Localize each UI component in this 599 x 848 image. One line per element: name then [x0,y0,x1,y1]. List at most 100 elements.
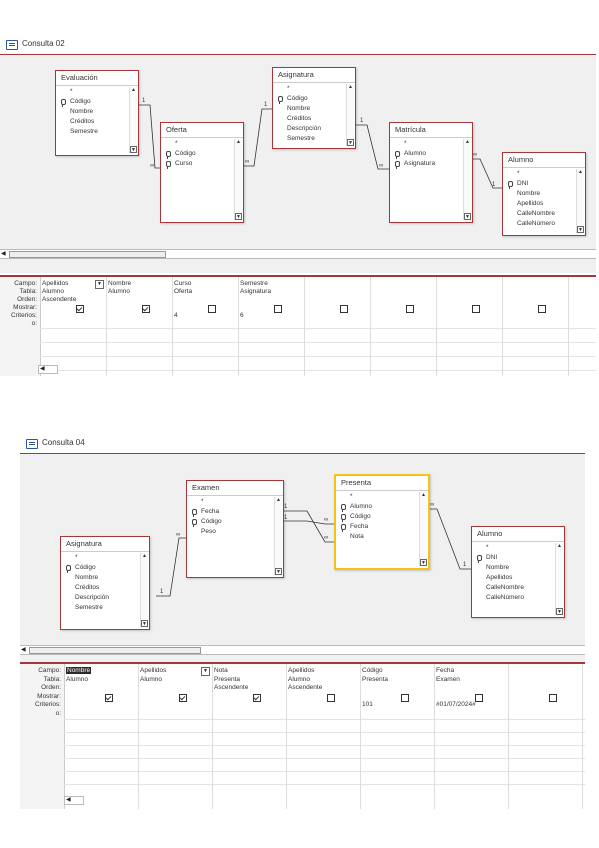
grid-campo-cell[interactable]: Apellidos [140,667,167,674]
mostrar-checkbox[interactable] [340,305,349,313]
field-item[interactable]: Descripción [75,594,109,601]
grid-column[interactable] [436,277,503,376]
field-item[interactable]: Peso [201,528,216,535]
table-title[interactable]: Oferta [161,123,243,138]
table-title[interactable]: Asignatura [61,537,149,552]
table-vertical-scrollbar[interactable]: ▲▼ [555,543,563,615]
scroll-down-icon[interactable]: ▼ [235,213,242,220]
field-item[interactable]: Créditos [70,118,95,125]
key-field-item[interactable]: Código [273,94,345,104]
table-vertical-scrollbar[interactable]: ▲▼ [576,169,584,233]
table-vertical-scrollbar[interactable]: ▲▼ [463,139,471,220]
grid-tabla-cell[interactable]: Examen [436,675,460,683]
grid-campo-cell[interactable]: Código [362,667,383,674]
design-horizontal-scrollbar[interactable]: ◀ [0,249,596,259]
field-item[interactable]: Créditos [75,584,100,591]
field-item[interactable]: * [486,544,489,551]
mostrar-checkbox[interactable] [326,693,335,702]
field-item[interactable]: Nombre [486,564,510,571]
key-field-item[interactable]: Código [61,563,139,573]
scroll-up-icon[interactable]: ▲ [131,87,136,93]
scroll-up-icon[interactable]: ▲ [465,139,470,145]
mostrar-checkbox[interactable] [274,305,283,313]
scroll-left-icon[interactable]: ◀ [40,366,45,372]
field-item[interactable]: * [287,85,290,92]
field-item[interactable]: Nombre [517,190,541,197]
table-title[interactable]: Matrícula [390,123,472,138]
key-field-item[interactable]: Curso [161,159,233,169]
scroll-up-icon[interactable]: ▲ [236,139,241,145]
grid-orden-cell[interactable]: Ascendente [42,296,77,303]
field-item[interactable]: Nombre [70,108,94,115]
grid-column[interactable] [502,277,569,376]
mostrar-checkbox[interactable] [252,693,261,702]
field-item[interactable]: Nombre [287,105,311,112]
grid-campo-cell[interactable]: Apellidos [288,667,315,674]
grid-tabla-cell[interactable]: Alumno [108,288,131,295]
field-item[interactable]: Semestre [287,135,315,142]
field-item[interactable]: CalleNúmero [486,594,524,601]
field-item[interactable]: Semestre [70,128,98,135]
key-field-item[interactable]: Código [161,149,233,159]
query-tab[interactable]: Consulta 02 [0,36,596,55]
grid-campo-cell[interactable]: Nombre [108,280,132,287]
grid-tabla-cell[interactable]: Presenta [214,675,241,683]
grid-orden-cell[interactable]: Ascendente [214,684,249,692]
field-item[interactable]: Descripción [287,125,321,132]
design-horizontal-scrollbar[interactable]: ◀ [20,645,585,655]
grid-column[interactable] [370,277,437,376]
grid-column[interactable] [304,277,371,376]
grid-tabla-cell[interactable]: Presenta [362,675,389,683]
mostrar-checkbox[interactable] [538,305,547,313]
table-title[interactable]: Alumno [503,153,585,168]
field-dropdown-icon[interactable]: ▼ [95,280,104,289]
scroll-up-icon[interactable]: ▲ [142,553,147,559]
key-field-item[interactable]: Código [187,517,273,527]
scroll-left-icon[interactable]: ◀ [21,647,26,653]
mostrar-checkbox[interactable] [76,305,85,313]
mostrar-checkbox[interactable] [406,305,415,313]
scroll-up-icon[interactable]: ▲ [421,492,426,498]
scroll-down-icon[interactable]: ▼ [556,608,563,615]
mostrar-checkbox[interactable] [104,693,113,702]
table-vertical-scrollbar[interactable]: ▲▼ [234,139,242,220]
scroll-left-icon[interactable]: ◀ [1,251,6,257]
mostrar-checkbox[interactable] [178,693,187,702]
field-item[interactable]: Nombre [75,574,99,581]
mostrar-checkbox[interactable] [548,693,557,702]
grid-tabla-cell[interactable]: Asignatura [240,288,272,295]
table-vertical-scrollbar[interactable]: ▲▼ [274,497,282,575]
grid-tabla-cell[interactable]: Alumno [140,675,163,683]
field-item[interactable]: * [350,493,353,500]
grid-campo-cell[interactable]: Fecha [436,667,455,674]
key-field-item[interactable]: DNI [472,553,554,563]
field-item[interactable]: * [175,140,178,147]
grid-campo-cell[interactable]: Nota [214,667,228,674]
scroll-down-icon[interactable]: ▼ [577,226,584,233]
field-item[interactable]: Apellidos [486,574,513,581]
grid-criterios-cell[interactable]: 4 [174,312,178,319]
field-item[interactable]: * [201,498,204,505]
grid-tabla-cell[interactable]: Alumno [288,675,311,683]
table-vertical-scrollbar[interactable]: ▲▼ [419,492,427,566]
grid-campo-cell[interactable]: Curso [174,280,192,287]
grid-criterios-cell[interactable]: 101 [362,701,373,709]
key-field-item[interactable]: Alumno [390,149,462,159]
table-title[interactable]: Examen [187,481,283,496]
table-title[interactable]: Evaluación [56,71,138,86]
scroll-down-icon[interactable]: ▼ [141,620,148,627]
grid-criterios-cell[interactable]: 6 [240,312,244,319]
key-field-item[interactable]: DNI [503,179,575,189]
field-dropdown-icon[interactable]: ▼ [201,667,210,676]
